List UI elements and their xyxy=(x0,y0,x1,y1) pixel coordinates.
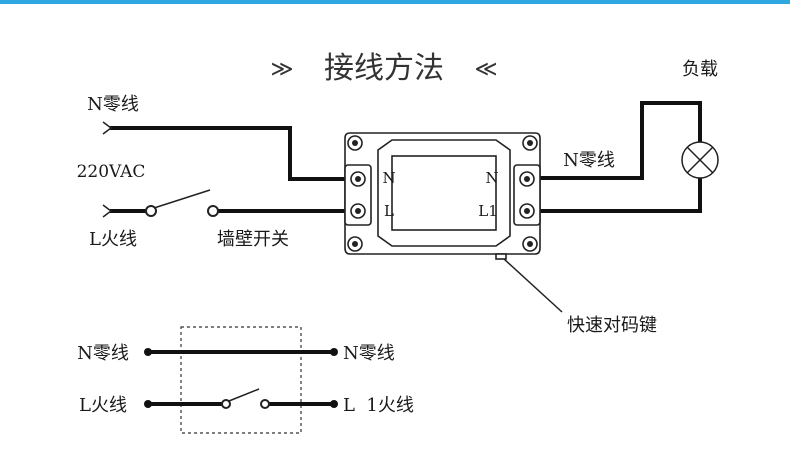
page-title: 接线方法 xyxy=(324,51,444,86)
input-n-label: N零线 xyxy=(87,94,139,115)
module-corner-posts xyxy=(347,135,538,252)
terminal-l-left: L xyxy=(384,202,394,220)
top-wires xyxy=(110,101,702,313)
output-n-wire xyxy=(526,101,702,180)
terminal-n-right: N xyxy=(485,169,498,187)
pairing-key-label: 快速对码键 xyxy=(567,315,657,336)
input-wire-ends xyxy=(102,121,113,218)
bottom-in-l-label: L火线 xyxy=(79,395,127,416)
title-right-decoration: ≪ xyxy=(474,57,497,82)
bottom-out-l-label: L 1火线 xyxy=(343,395,414,416)
simplified-diagram: N零线 L火线 N零线 L 1火线 xyxy=(77,326,414,434)
top-labels: N零线 220VAC L火线 墙壁开关 负载 N零线 快速对码键 xyxy=(77,59,718,336)
bottom-l-in-dot xyxy=(144,400,152,408)
bottom-out-n-label: N零线 xyxy=(343,343,395,364)
voltage-label: 220VAC xyxy=(77,162,146,182)
bottom-in-n-label: N零线 xyxy=(77,343,129,364)
bottom-n-in-dot xyxy=(144,348,152,356)
terminal-n-left: N xyxy=(382,169,395,187)
title-group: ≫ 接线方法 ≪ xyxy=(270,51,497,86)
output-n-label: N零线 xyxy=(563,150,615,171)
bottom-switch-contact-right xyxy=(260,399,270,409)
l-wire-end-icon xyxy=(102,204,113,218)
bottom-switch-contact-left xyxy=(221,399,231,409)
bottom-n-out-dot xyxy=(330,348,338,356)
n-wire-end-icon xyxy=(102,121,113,135)
pairing-key xyxy=(495,253,507,260)
output-l1-wire xyxy=(526,178,702,213)
bottom-l-out-dot xyxy=(330,400,338,408)
title-left-decoration: ≫ xyxy=(270,57,293,82)
top-accent-bar xyxy=(0,0,790,4)
device-dashed-box xyxy=(180,326,302,434)
switch-contact-right xyxy=(207,205,219,217)
module-label-area xyxy=(391,155,497,231)
terminal-l1-right: L1 xyxy=(478,202,498,220)
input-l-label: L火线 xyxy=(89,229,137,250)
switch-contact-left xyxy=(145,205,157,217)
smart-switch-module: N L N L1 xyxy=(344,132,541,260)
input-n-wire xyxy=(110,126,345,181)
lamp-icon xyxy=(681,141,719,179)
wall-switch-label: 墙壁开关 xyxy=(217,229,289,250)
terminal-screws xyxy=(350,171,535,219)
load-label: 负载 xyxy=(682,59,718,80)
pairing-key-leader xyxy=(503,258,563,313)
wall-switch-lever xyxy=(153,189,211,209)
bottom-switch-lever xyxy=(228,388,260,402)
